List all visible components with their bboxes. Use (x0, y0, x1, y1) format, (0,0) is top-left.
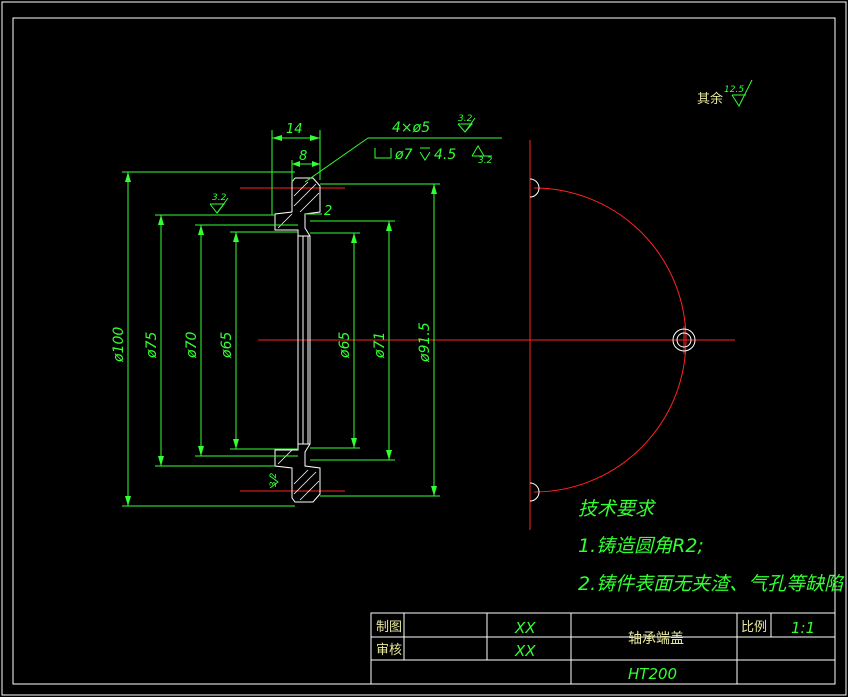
material: HT200 (628, 665, 677, 683)
dim-width-8: 8 (299, 149, 307, 164)
title-block (370, 612, 836, 685)
notes-title: 技术要求 (578, 498, 657, 520)
general-roughness-icon (731, 79, 753, 108)
roughness-symbols (209, 117, 492, 489)
dim-d65-right: ø65 (337, 332, 353, 359)
notes-item-1: 1.铸造圆角R2; (578, 535, 704, 557)
bolt-holes (529, 178, 696, 502)
dim-counterbore: ø7 (394, 147, 413, 163)
counterbore-icon (374, 147, 431, 161)
dim-d65-left: ø65 (219, 332, 235, 359)
checked-label: 审核 (376, 643, 402, 658)
dim-holes: 4×ø5 (392, 120, 430, 136)
roughness-inner: 3.2 (212, 193, 227, 203)
dim-width-14: 14 (286, 122, 303, 137)
centerlines (240, 140, 735, 530)
checked-value: XX (514, 642, 536, 660)
dim-depth: 4.5 (434, 147, 456, 163)
drawn-value: XX (514, 619, 536, 637)
arrowheads (125, 135, 437, 506)
dim-d91-5: ø91.5 (417, 322, 433, 363)
scale-label: 比例 (741, 620, 767, 635)
dim-d100: ø100 (111, 327, 127, 363)
notes-item-2: 2.铸件表面无夹渣、气孔等缺陷 (578, 573, 845, 595)
section-hatching (277, 181, 320, 501)
dim-d75: ø75 (144, 332, 160, 359)
general-roughness-value: 12.5 (724, 85, 744, 95)
dim-d70: ø70 (184, 332, 200, 359)
general-roughness-label: 其余 (697, 91, 723, 107)
part-name: 轴承端盖 (628, 631, 684, 647)
dimension-lines (122, 130, 502, 507)
drawn-label: 制图 (376, 620, 402, 635)
roughness-side: 3.2 (269, 472, 279, 487)
dim-d71: ø71 (372, 332, 388, 359)
roughness-right: 3.2 (478, 156, 493, 166)
scale-value: 1:1 (791, 619, 815, 637)
roughness-top: 3.2 (458, 114, 473, 124)
dim-gap-2: 2 (324, 204, 332, 219)
